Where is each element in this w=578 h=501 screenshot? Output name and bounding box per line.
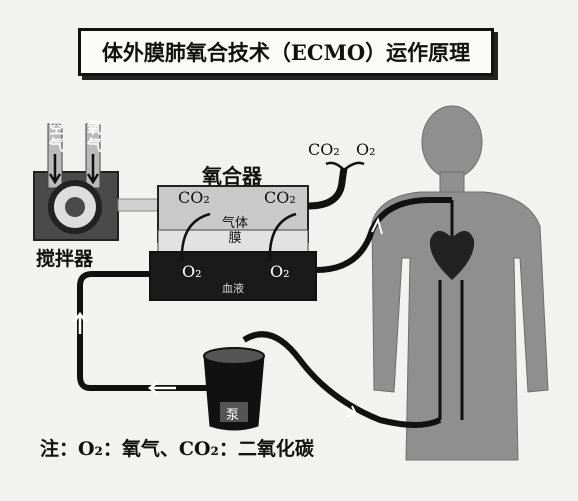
exhaust-co2-label: CO₂ bbox=[308, 140, 340, 159]
mixer-label: 搅拌器 bbox=[36, 248, 94, 270]
footnote: 注：O₂：氧气、CO₂：二氧化碳 bbox=[40, 438, 314, 460]
human-body-silhouette bbox=[371, 105, 549, 461]
air-label: 空气 bbox=[49, 119, 65, 154]
heart-icon bbox=[429, 230, 475, 280]
oxygenator-title: 氧合器 bbox=[202, 164, 262, 188]
page-title: 体外膜肺氧合技术（ECMO）运作原理 bbox=[78, 28, 494, 76]
exhaust-arrows bbox=[325, 161, 365, 171]
oxygenator-o2-right: O₂ bbox=[270, 262, 290, 281]
pump-flow-arrow bbox=[147, 381, 176, 395]
exhaust-o2-label: O₂ bbox=[356, 140, 376, 159]
blood-label: 血液 bbox=[222, 282, 244, 295]
oxygen-label: 氧气 bbox=[87, 119, 103, 154]
exhaust-tube bbox=[307, 167, 348, 210]
pump-unit bbox=[203, 347, 265, 431]
oxygenator-o2-left: O₂ bbox=[182, 262, 202, 281]
drain-blood-line bbox=[242, 331, 442, 428]
return-flow-arrow bbox=[371, 217, 383, 235]
oxygenator-co2-left: CO₂ bbox=[178, 188, 210, 207]
up-flow-arrow bbox=[73, 311, 87, 334]
oxygenator-co2-right: CO₂ bbox=[264, 188, 296, 207]
oxygenator-unit bbox=[149, 185, 317, 301]
body-vessels bbox=[438, 200, 464, 420]
drain-flow-arrow bbox=[339, 403, 358, 417]
gas-tube bbox=[117, 198, 161, 212]
membrane-label: 气体膜 bbox=[221, 216, 248, 246]
pump-label: 泵 bbox=[226, 408, 240, 423]
mixer-unit bbox=[33, 123, 119, 241]
